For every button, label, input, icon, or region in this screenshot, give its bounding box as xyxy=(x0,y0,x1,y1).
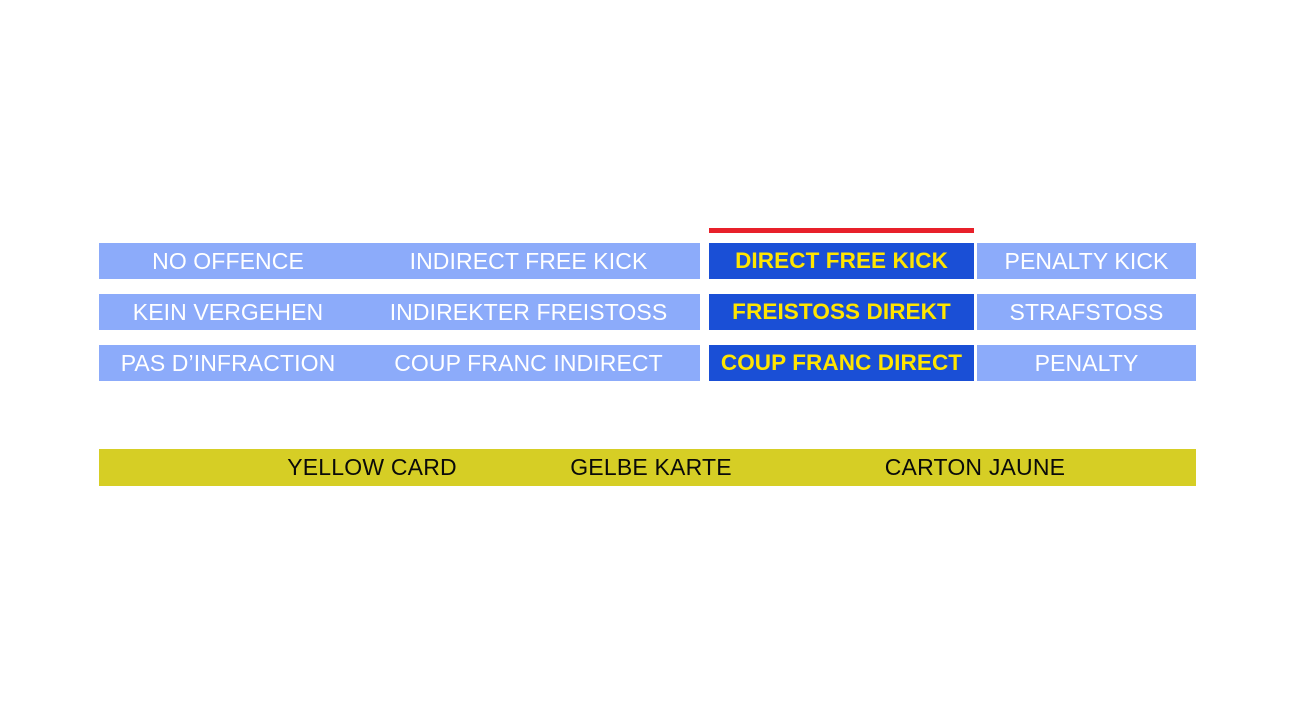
yellow-card-label-fr: CARTON JAUNE xyxy=(884,454,1066,480)
cell-label: KEIN VERGEHEN xyxy=(132,298,324,325)
language-row-en: NO OFFENCE INDIRECT FREE KICK DIRECT FRE… xyxy=(99,243,1196,279)
cell-en-direct-free-kick[interactable]: DIRECT FREE KICK xyxy=(709,243,974,279)
cell-fr-coup-franc-direct[interactable]: COUP FRANC DIRECT xyxy=(709,345,974,381)
cell-label: PAS D’INFRACTION xyxy=(120,349,336,376)
cell-label: STRAFSTOSS xyxy=(1009,298,1164,325)
row-de-default-group-left: KEIN VERGEHEN INDIREKTER FREISTOSS xyxy=(99,294,700,330)
cell-en-penalty-kick[interactable]: PENALTY KICK xyxy=(977,243,1196,279)
yellow-card-bar[interactable]: YELLOW CARD GELBE KARTE CARTON JAUNE xyxy=(99,449,1196,486)
cell-fr-penalty[interactable]: PENALTY xyxy=(977,345,1196,381)
cell-label: COUP FRANC INDIRECT xyxy=(394,349,663,376)
cell-label: FREISTOSS DIREKT xyxy=(732,298,951,324)
row-en-default-group-left: NO OFFENCE INDIRECT FREE KICK xyxy=(99,243,700,279)
cell-fr-pas-d-infraction[interactable]: PAS D’INFRACTION xyxy=(99,345,357,381)
yellow-card-label-en: YELLOW CARD xyxy=(287,454,457,480)
red-indicator-bar xyxy=(709,228,974,233)
row-fr-default-group-left: PAS D’INFRACTION COUP FRANC INDIRECT xyxy=(99,345,700,381)
cell-de-freistoss-direkt[interactable]: FREISTOSS DIREKT xyxy=(709,294,974,330)
cell-fr-coup-franc-indirect[interactable]: COUP FRANC INDIRECT xyxy=(357,345,700,381)
cell-en-indirect-free-kick[interactable]: INDIRECT FREE KICK xyxy=(357,243,700,279)
cell-label: DIRECT FREE KICK xyxy=(735,247,948,273)
cell-label: INDIREKTER FREISTOSS xyxy=(389,298,668,325)
cell-de-indirekter-freistoss[interactable]: INDIREKTER FREISTOSS xyxy=(357,294,700,330)
language-row-fr: PAS D’INFRACTION COUP FRANC INDIRECT COU… xyxy=(99,345,1196,381)
yellow-card-label-de: GELBE KARTE xyxy=(570,454,732,480)
cell-label: INDIRECT FREE KICK xyxy=(409,247,648,274)
cell-de-kein-vergehen[interactable]: KEIN VERGEHEN xyxy=(99,294,357,330)
cell-label: COUP FRANC DIRECT xyxy=(720,349,963,375)
marker-row xyxy=(99,222,1196,243)
language-row-de: KEIN VERGEHEN INDIREKTER FREISTOSS FREIS… xyxy=(99,294,1196,330)
cell-de-strafstoss[interactable]: STRAFSTOSS xyxy=(977,294,1196,330)
cell-label: NO OFFENCE xyxy=(152,247,304,274)
cell-label: PENALTY xyxy=(1034,349,1139,376)
cell-label: PENALTY KICK xyxy=(1004,247,1169,274)
cell-en-no-offence[interactable]: NO OFFENCE xyxy=(99,243,357,279)
offence-outcome-table: NO OFFENCE INDIRECT FREE KICK DIRECT FRE… xyxy=(99,222,1196,396)
